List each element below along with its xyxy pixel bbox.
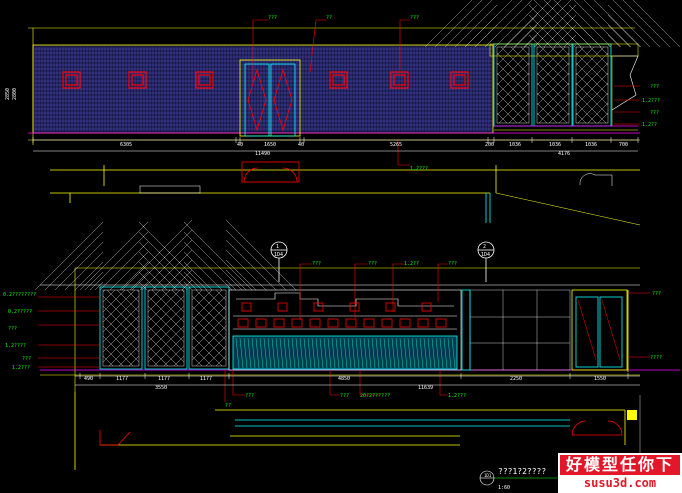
lattice-screens <box>493 43 612 127</box>
top-elevation <box>28 0 681 226</box>
wall-panels <box>62 71 469 89</box>
bot-dim-4: 1177 <box>200 376 212 382</box>
top-dim-2: 40 <box>237 142 243 148</box>
top-total-2: 4176 <box>558 151 570 157</box>
watermark-url: susu3d.com <box>583 476 657 490</box>
top-labels: ??? ?? ??? 6305 40 1650 40 5265 200 1036… <box>5 15 660 172</box>
title-ref: 1D1 <box>484 473 492 478</box>
bot-note-4: 20?2?????? <box>360 393 390 399</box>
top-callout-3: ??? <box>410 15 419 21</box>
top-dim-3: 1650 <box>264 142 276 148</box>
bot-dim-6: 2250 <box>510 376 522 382</box>
title-block <box>479 470 560 486</box>
watermark: 好模型任你下 susu3d.com <box>558 453 682 493</box>
top-level-note: 1.2??? <box>410 166 428 172</box>
bot-left-note-4: 1.2???? <box>5 343 26 349</box>
display-cabinet <box>228 289 462 371</box>
top-total-1: 11490 <box>255 151 270 157</box>
bot-right-note-2: ???? <box>650 355 662 361</box>
bot-left-note-5: ??? <box>22 356 31 362</box>
axis-2-ref: 1D4 <box>481 252 490 258</box>
title-text: ???1?2???? <box>498 467 546 476</box>
top-right-note-4: 1.2?? <box>642 122 657 128</box>
bot-left-note-2: 0.2????? <box>8 309 32 315</box>
axis-1-num: 1 <box>276 244 279 250</box>
bot-note-1: ??? <box>245 393 254 399</box>
bot-dim-3: 1177 <box>158 376 170 382</box>
axis-2-num: 2 <box>483 244 486 250</box>
glass-door <box>571 289 629 372</box>
axis-1-ref: 1D4 <box>274 252 283 258</box>
axis-markers <box>270 241 495 282</box>
title-scale: 1:60 <box>498 485 510 491</box>
top-dim-7: 1036 <box>509 142 521 148</box>
top-right-note-2: 1.2??? <box>642 98 660 104</box>
bot-dim-2: 1177 <box>116 376 128 382</box>
top-plan <box>50 161 641 226</box>
bot-top-note-1: ??? <box>312 261 321 267</box>
watermark-title: 好模型任你下 <box>560 455 680 475</box>
top-height-2: 2800 <box>12 88 18 100</box>
double-door <box>239 59 301 137</box>
bot-left-note-3: ??? <box>8 326 17 332</box>
bot-top-note-3: 1.2?? <box>404 261 419 267</box>
bottom-elevation <box>34 219 680 486</box>
top-right-note-3: ??? <box>650 110 659 116</box>
bot-dim-7: 1550 <box>594 376 606 382</box>
top-callout-1: ??? <box>268 15 277 21</box>
bot-top-note-4: ??? <box>448 261 457 267</box>
top-dim-9: 1036 <box>585 142 597 148</box>
top-right-note-1: ??? <box>650 84 659 90</box>
top-dim-10: 700 <box>619 142 628 148</box>
bot-left-note-1: 0.2???????? <box>3 292 36 298</box>
top-dim-5: 5265 <box>390 142 402 148</box>
bot-top-note-2: ??? <box>368 261 377 267</box>
bottom-plan <box>74 392 641 470</box>
top-dim-6: 200 <box>485 142 494 148</box>
top-dim-8: 1036 <box>549 142 561 148</box>
top-height-1: 2850 <box>5 88 11 100</box>
top-dim-1: 6305 <box>120 142 132 148</box>
bot-left-note-6: 1.2??? <box>12 365 30 371</box>
top-dim-4: 40 <box>298 142 304 148</box>
bot-total-2: 11639 <box>418 385 433 391</box>
bot-total-1: 3550 <box>155 385 167 391</box>
bottom-labels: 1 1D4 2 1D4 ??? ??? 1.2?? ??? 0.2???????… <box>3 244 662 491</box>
bot-note-2: ??? <box>340 393 349 399</box>
bot-note-3: ?? <box>225 403 231 409</box>
bot-right-note-1: ??? <box>652 291 661 297</box>
top-callout-2: ?? <box>326 15 332 21</box>
bot-dim-1: 490 <box>84 376 93 382</box>
bot-note-5: 1.2??? <box>448 393 466 399</box>
bot-dim-5: 4850 <box>338 376 350 382</box>
